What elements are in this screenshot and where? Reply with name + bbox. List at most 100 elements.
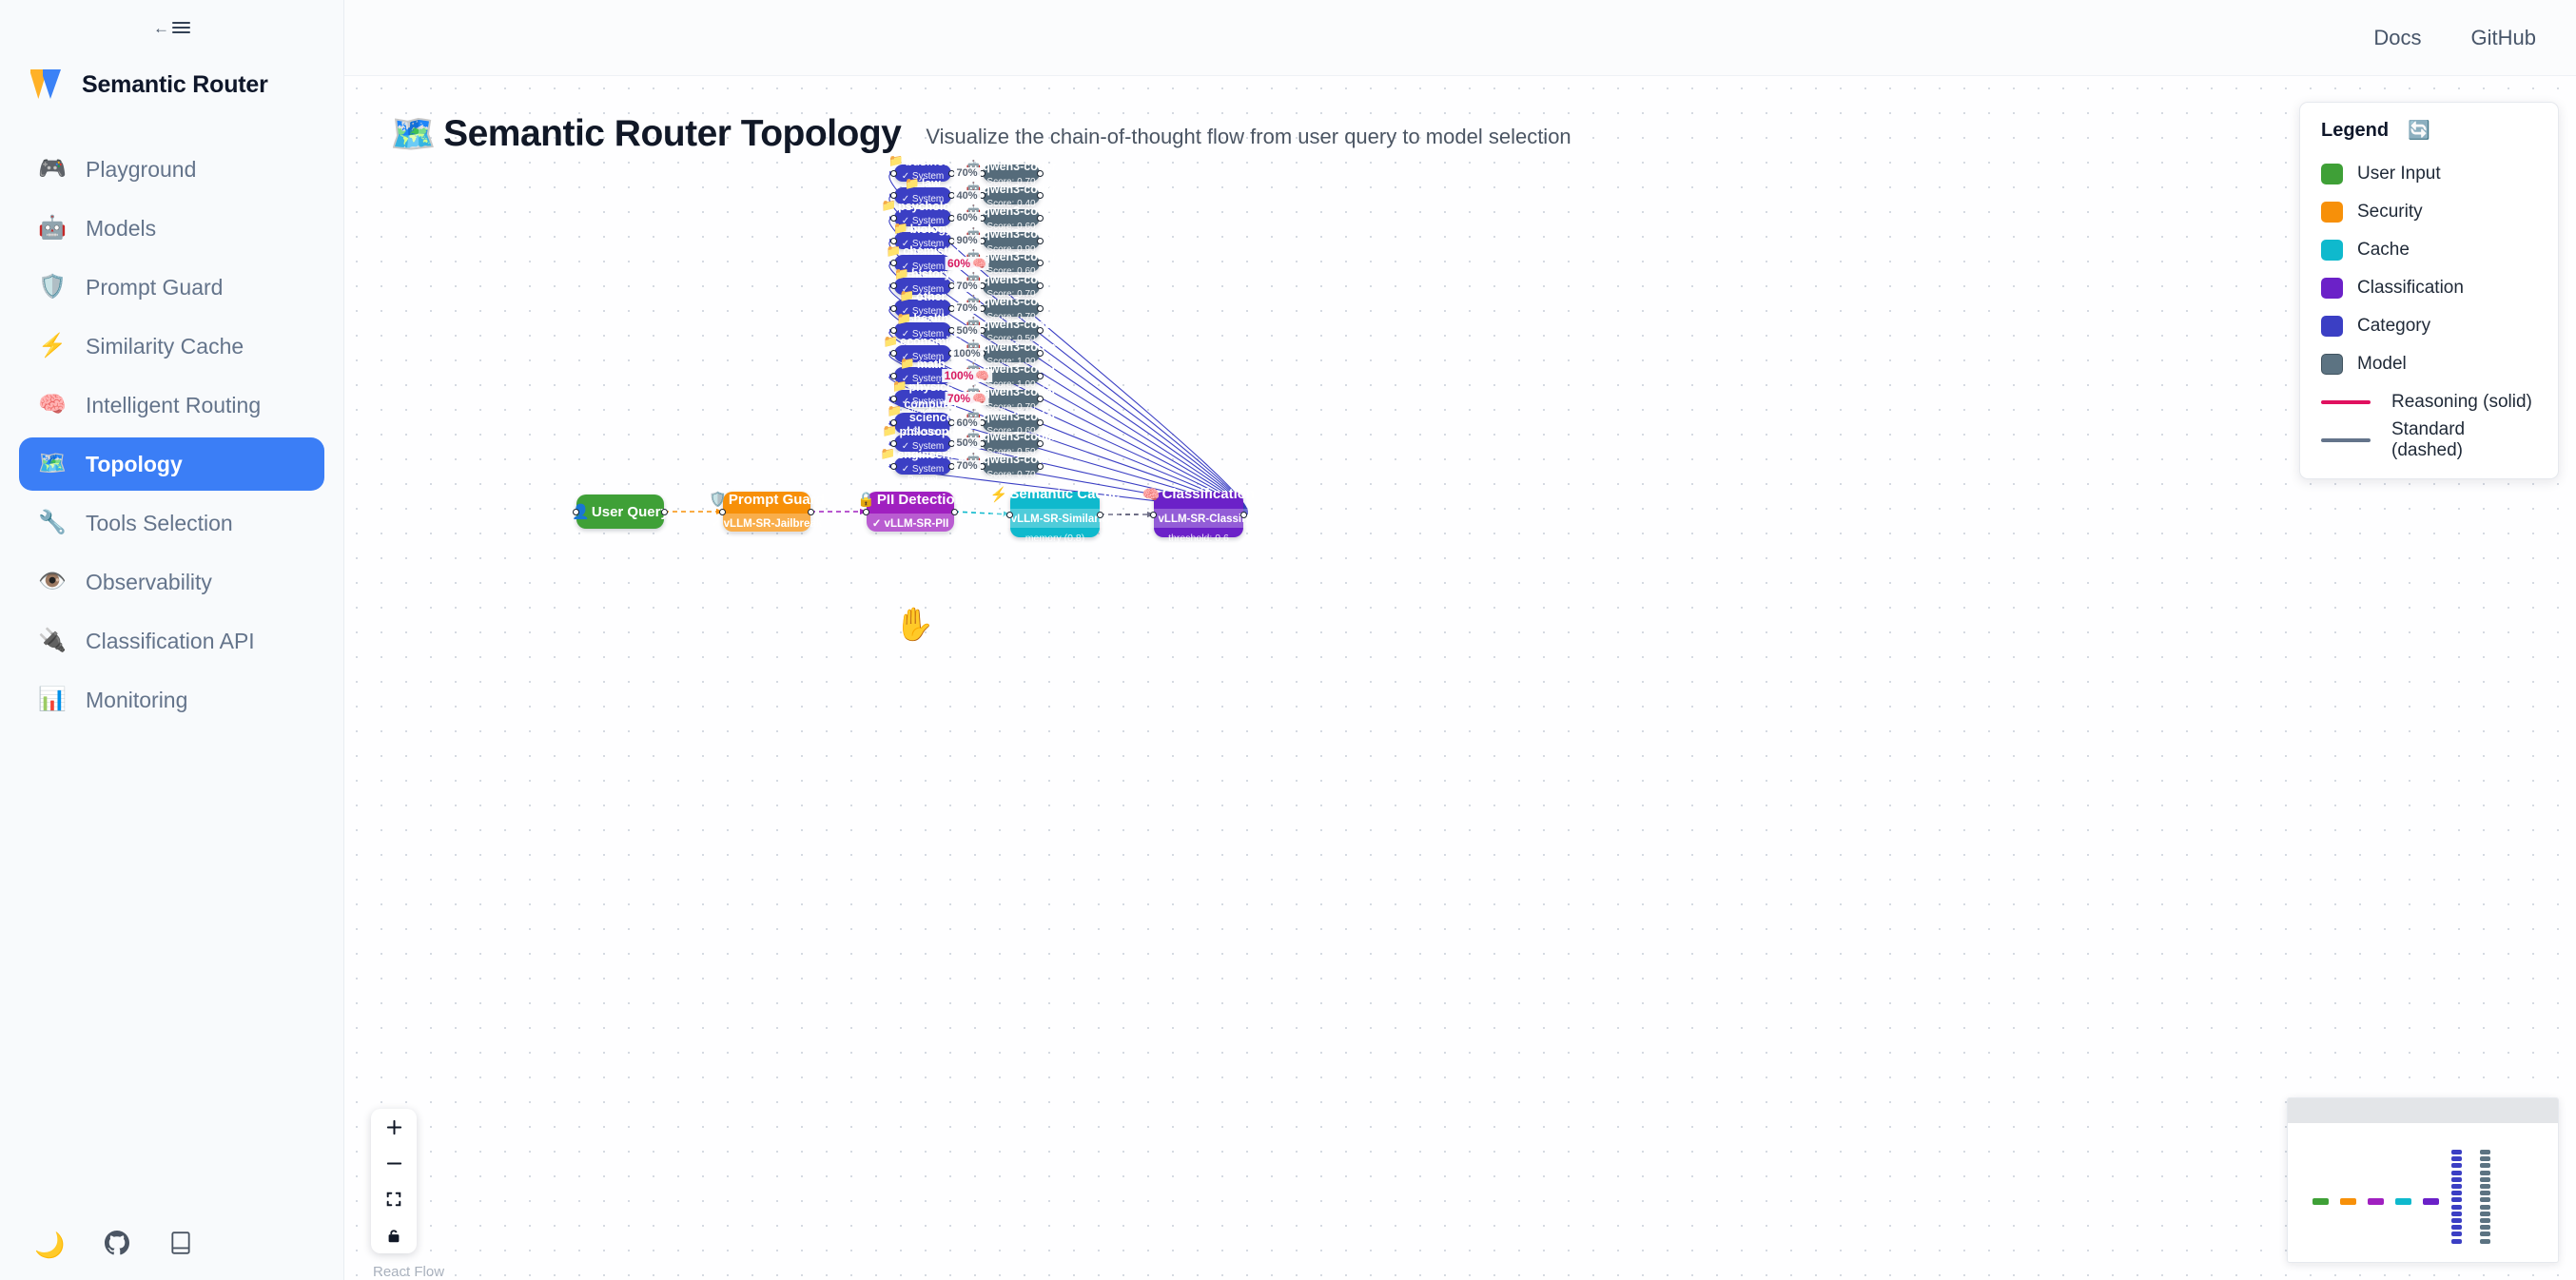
topbar-link-github[interactable]: GitHub	[2470, 25, 2536, 49]
node-category-math[interactable]: 📁math✓ System Prompt	[890, 357, 955, 395]
node-handle-right[interactable]	[1037, 462, 1044, 470]
node-category-philosophy[interactable]: 📁philosophy✓ System Prompt	[883, 424, 963, 462]
node-category-engineering[interactable]: 📁engineering✓ System Prompt	[881, 447, 965, 485]
node-category-business[interactable]: 📁business✓ System Prompt	[888, 154, 957, 192]
github-icon[interactable]	[105, 1231, 130, 1259]
node-handle-left[interactable]	[890, 192, 897, 200]
node-user-query[interactable]: 👤User Query	[572, 495, 669, 529]
node-category-history[interactable]: 📁history✓ System Prompt	[890, 267, 955, 305]
node-handle-left[interactable]	[890, 282, 897, 289]
node-handle-left[interactable]	[890, 260, 897, 267]
node-handle-left[interactable]	[890, 327, 897, 335]
sidebar-item-prompt-guard[interactable]: 🛡️Prompt Guard	[19, 261, 324, 314]
node-pii-detection[interactable]: 🔒PII Detection✓ vLLM-SR-PII	[857, 492, 964, 533]
node-category-economics[interactable]: 📁economics✓ System Prompt	[884, 335, 963, 373]
node-category-other[interactable]: 📁other✓ System Prompt	[890, 289, 955, 327]
topology-canvas[interactable]: 🗺️Semantic Router Topology Visualize the…	[344, 76, 2576, 1280]
edge-percent: 70%	[956, 302, 978, 315]
docs-book-icon[interactable]	[169, 1231, 192, 1259]
fit-view-icon[interactable]	[371, 1181, 417, 1217]
sidebar-item-intelligent-routing[interactable]: 🧠Intelligent Routing	[19, 378, 324, 432]
node-handle-right[interactable]	[1097, 511, 1103, 518]
node-handle-right[interactable]	[1037, 350, 1044, 358]
node-handle-right[interactable]	[1037, 419, 1044, 427]
node-handle-right[interactable]	[1037, 372, 1044, 379]
zoom-out-button[interactable]	[371, 1145, 417, 1181]
node-handle-left[interactable]	[863, 508, 869, 515]
node-handle-right[interactable]	[1037, 192, 1044, 200]
node-handle-left[interactable]	[573, 508, 579, 515]
node-handle-right[interactable]	[1037, 214, 1044, 222]
node-handle-left[interactable]	[890, 462, 897, 470]
node-category-health[interactable]: 📁health✓ System Prompt	[890, 312, 955, 350]
sidebar-item-playground[interactable]: 🎮Playground	[19, 143, 324, 196]
node-handle-left[interactable]	[890, 214, 897, 222]
node-handle-right[interactable]	[1240, 511, 1247, 518]
sidebar-item-topology[interactable]: 🗺️Topology	[19, 437, 324, 491]
node-prompt-guard[interactable]: 🛡️Prompt Guard✓ vLLM-SR-Jailbreak	[702, 492, 831, 533]
node-handle-right[interactable]	[808, 508, 814, 515]
node-category-biology[interactable]: 📁biology✓ System Prompt	[890, 222, 955, 260]
node-handle-right[interactable]	[661, 508, 668, 515]
brand[interactable]: Semantic Router	[0, 55, 343, 114]
node-handle-right[interactable]	[1037, 237, 1044, 244]
sidebar-item-icon: 🗺️	[38, 451, 67, 476]
edge-label-history: 70%	[953, 280, 981, 292]
node-handle-right[interactable]	[1037, 282, 1044, 289]
node-handle-left[interactable]	[890, 372, 897, 379]
node-handle-left[interactable]	[890, 419, 897, 427]
node-handle-left[interactable]	[890, 395, 897, 402]
node-handle-left[interactable]	[890, 350, 897, 358]
node-handle-right[interactable]	[1037, 260, 1044, 267]
node-handle-right[interactable]	[1037, 395, 1044, 402]
sidebar-item-monitoring[interactable]: 📊Monitoring	[19, 673, 324, 727]
minimap[interactable]	[2287, 1097, 2559, 1263]
folder-icon: 📁	[896, 311, 912, 325]
node-handle-left[interactable]	[1150, 511, 1157, 518]
lock-icon[interactable]	[371, 1217, 417, 1253]
node-title: 📁chemistry	[887, 244, 960, 259]
legend-label: Security	[2357, 202, 2423, 222]
refresh-icon[interactable]: 🔄	[2408, 121, 2430, 141]
dark-mode-moon-icon[interactable]: 🌙	[34, 1231, 66, 1259]
node-category-psychology[interactable]: 📁psychology✓ System Prompt	[881, 199, 964, 237]
sidebar-item-label: Playground	[86, 156, 197, 182]
node-handle-left[interactable]	[1006, 511, 1013, 518]
node-handle-left[interactable]	[890, 439, 897, 447]
node-handle-left[interactable]	[890, 169, 897, 177]
zoom-in-button[interactable]	[371, 1109, 417, 1145]
sidebar-item-models[interactable]: 🤖Models	[19, 202, 324, 255]
sidebar-item-tools-selection[interactable]: 🔧Tools Selection	[19, 496, 324, 550]
node-handle-right[interactable]	[1037, 304, 1044, 312]
collapse-menu-icon[interactable]: ←	[153, 20, 190, 36]
node-handle-right[interactable]	[951, 508, 958, 515]
topbar-link-docs[interactable]: Docs	[2373, 25, 2422, 49]
node-handle-right[interactable]	[1037, 327, 1044, 335]
node-handle-right[interactable]	[1037, 439, 1044, 447]
node-title: 👤User Query	[572, 503, 669, 521]
node-handle-right[interactable]	[1037, 169, 1044, 177]
node-handle-left[interactable]	[890, 304, 897, 312]
sidebar-item-similarity-cache[interactable]: ⚡Similarity Cache	[19, 320, 324, 373]
node-handle-left[interactable]	[719, 508, 726, 515]
sidebar-item-observability[interactable]: 👁️Observability	[19, 555, 324, 609]
legend-label: Standard (dashed)	[2391, 419, 2466, 460]
node-category-chemistry[interactable]: 📁chemistry✓ System Prompt	[887, 244, 960, 282]
node-handle-left[interactable]	[890, 237, 897, 244]
sidebar-item-classification-api[interactable]: 🔌Classification API	[19, 614, 324, 668]
